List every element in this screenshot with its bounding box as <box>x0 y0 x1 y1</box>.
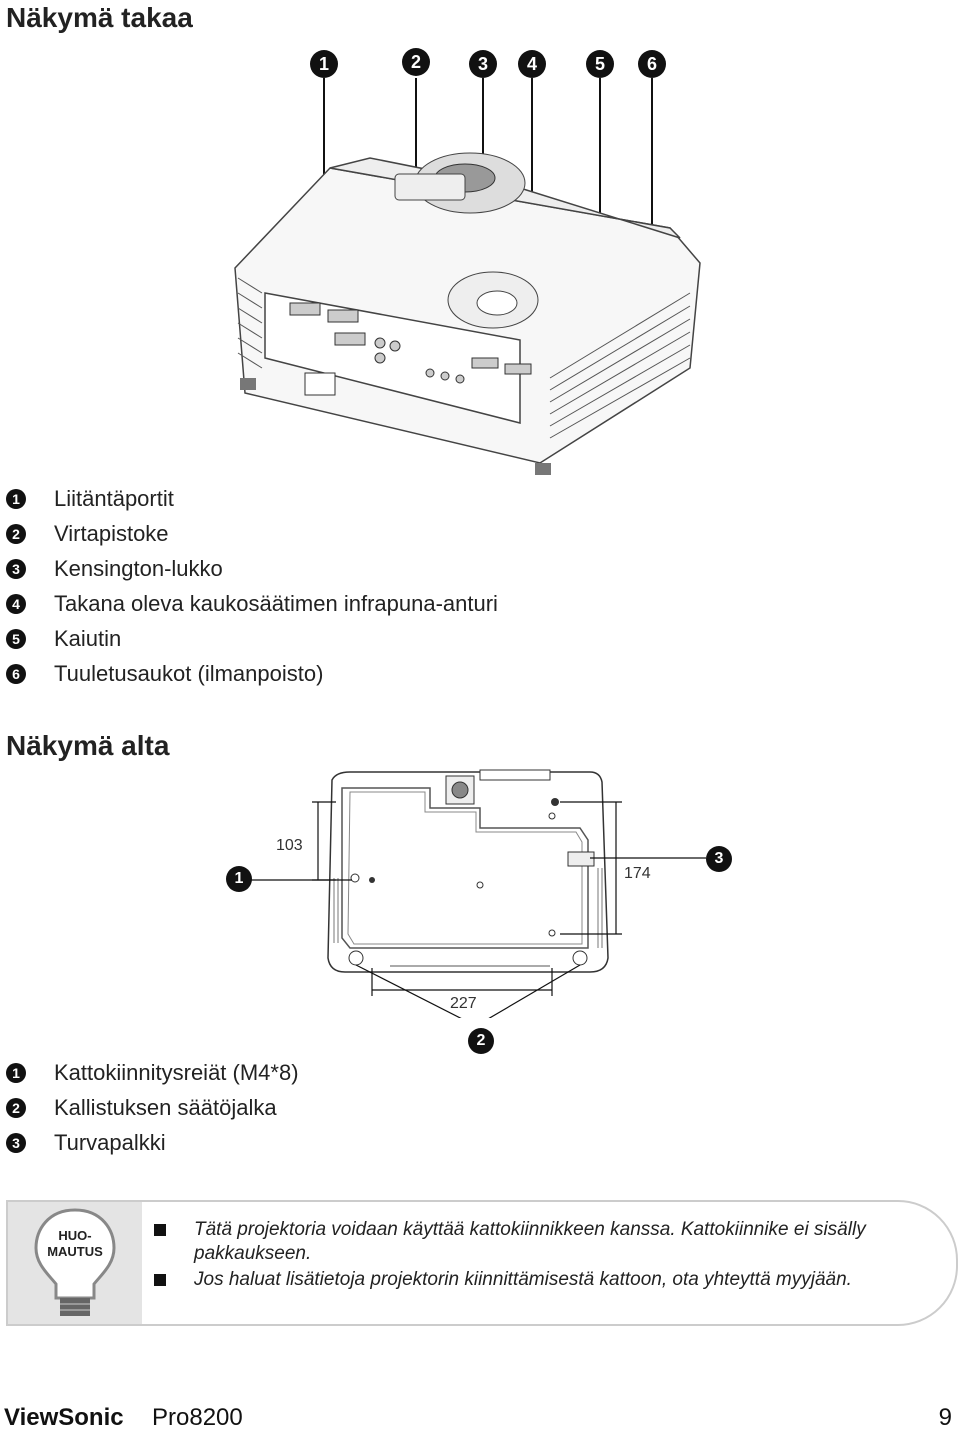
bottom-legend-item-2: 2 Kallistuksen säätöjalka <box>6 1093 277 1123</box>
dimension-174: 174 <box>624 865 651 882</box>
note-box: HUO- MAUTUS Tätä projektoria voidaan käy… <box>6 1200 958 1326</box>
callout-2: 2 <box>402 48 430 76</box>
callout-1: 1 <box>226 866 252 892</box>
rear-view-title: Näkymä takaa <box>6 2 193 33</box>
footer-brand: ViewSonic <box>4 1404 124 1431</box>
legend-label: Kallistuksen säätöjalka <box>54 1095 277 1120</box>
bottom-legend-item-3: 3 Turvapalkki <box>6 1128 166 1158</box>
callout-2: 2 <box>468 1028 494 1054</box>
legend-badge: 1 <box>6 1063 26 1083</box>
legend-badge: 6 <box>6 664 26 684</box>
callout-5: 5 <box>586 50 614 78</box>
footer-model: Pro8200 <box>152 1404 243 1431</box>
bottom-view-title: Näkymä alta <box>6 730 170 761</box>
legend-label: Kaiutin <box>54 626 122 651</box>
page-number: 9 <box>938 1404 952 1431</box>
legend-label: Kattokiinnitysreiät (M4*8) <box>54 1060 299 1085</box>
note-item-1: Tätä projektoria voidaan käyttää kattoki… <box>194 1219 866 1264</box>
projector-rear-illustration <box>234 78 701 475</box>
legend-label: Virtapistoke <box>54 521 169 546</box>
callout-3: 3 <box>469 50 497 78</box>
legend-badge: 2 <box>6 1098 26 1118</box>
legend-label: Liitäntäportit <box>54 486 174 511</box>
legend-label: Takana oleva kaukosäätimen infrapuna-ant… <box>54 591 498 616</box>
rear-legend-item-6: 6 Tuuletusaukot (ilmanpoisto) <box>6 659 323 689</box>
rear-legend-item-4: 4 Takana oleva kaukosäätimen infrapuna-a… <box>6 589 498 619</box>
dimension-227: 227 <box>450 995 477 1012</box>
note-icon-label-1: HUO- <box>58 1228 91 1243</box>
legend-badge: 5 <box>6 629 26 649</box>
legend-badge: 3 <box>6 1133 26 1153</box>
callout-3: 3 <box>706 846 732 872</box>
note-bullet <box>154 1274 166 1286</box>
note-bullet <box>154 1224 166 1236</box>
callout-6: 6 <box>638 50 666 78</box>
legend-badge: 1 <box>6 489 26 509</box>
legend-badge: 2 <box>6 524 26 544</box>
legend-label: Kensington-lukko <box>54 556 223 581</box>
rear-legend-item-3: 3 Kensington-lukko <box>6 554 223 584</box>
legend-badge: 4 <box>6 594 26 614</box>
rear-legend-item-5: 5 Kaiutin <box>6 624 121 654</box>
lightbulb-icon: HUO- MAUTUS <box>34 1208 116 1316</box>
note-icon-panel: HUO- MAUTUS <box>8 1202 142 1324</box>
rear-legend-item-1: 1 Liitäntäportit <box>6 484 174 514</box>
callout-4: 4 <box>518 50 546 78</box>
bottom-legend-item-1: 1 Kattokiinnitysreiät (M4*8) <box>6 1058 299 1088</box>
projector-bottom-illustration: 103 174 227 <box>250 769 706 1018</box>
legend-label: Turvapalkki <box>54 1130 166 1155</box>
rear-legend-item-2: 2 Virtapistoke <box>6 519 169 549</box>
legend-badge: 3 <box>6 559 26 579</box>
dimension-103: 103 <box>276 837 303 854</box>
note-icon-label-2: MAUTUS <box>47 1244 103 1259</box>
callout-1: 1 <box>310 50 338 78</box>
note-item-2: Jos haluat lisätietoja projektorin kiinn… <box>194 1269 852 1290</box>
legend-label: Tuuletusaukot (ilmanpoisto) <box>54 661 324 686</box>
